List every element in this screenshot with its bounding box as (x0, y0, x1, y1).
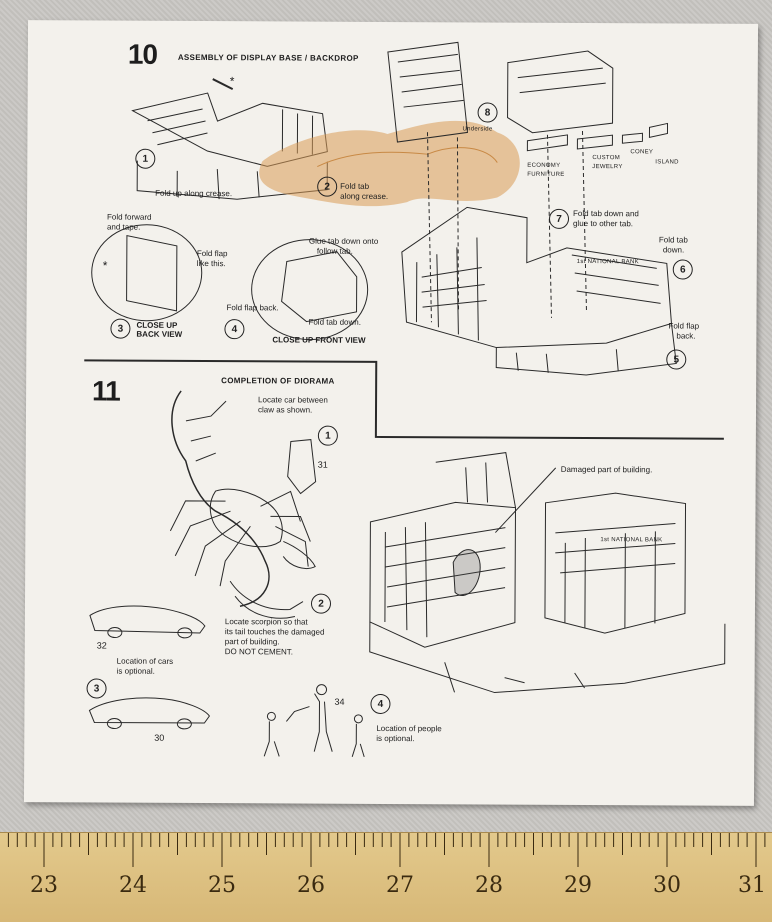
step-number-10: 10 (127, 38, 158, 70)
step-4-follow: follow tab. (316, 246, 353, 256)
step-4-circle: 4 (224, 319, 245, 340)
bank-sign-top: 1st NATIONAL BANK (576, 258, 639, 266)
ruler-num-31: 31 (738, 873, 766, 898)
step-2-text-a: Fold tab (340, 181, 370, 191)
step-5-text-a: Fold flap (668, 321, 700, 331)
part-32: 32 (96, 640, 107, 651)
ruler-num-26: 26 (297, 873, 325, 898)
s11-step-1-circle: 1 (317, 425, 338, 446)
sign-custom-b: JEWELRY (592, 164, 623, 171)
s11-step-1-text-a: Locate car between (258, 395, 328, 405)
s11-step-4-text-b: is optional. (376, 733, 415, 744)
step-3-and-tape: and tape. (106, 222, 141, 232)
part-30: 30 (154, 732, 165, 743)
ruler-num-28: 28 (475, 873, 503, 898)
ruler: 23 24 25 26 27 28 29 30 31 (0, 832, 772, 922)
ruler-num-27: 27 (386, 873, 414, 898)
s11-step-1-text-b: claw as shown. (257, 405, 313, 415)
sign-island: ISLAND (655, 159, 679, 166)
section-title-10: ASSEMBLY OF DISPLAY BASE / BACKDROP (177, 52, 359, 63)
step-3-like-this: like this. (196, 258, 226, 269)
s11-step-4-circle: 4 (370, 693, 391, 715)
sign-coney: CONEY (630, 149, 654, 156)
step-4-fold-tab-down: Fold tab down. (308, 317, 361, 327)
s11-step-3-circle: 3 (86, 678, 107, 699)
step-7-circle: 7 (548, 208, 570, 229)
ruler-num-24: 24 (119, 873, 147, 898)
line-art (84, 41, 726, 758)
part-34: 34 (334, 696, 345, 707)
step-3-fold-flap: Fold flap (196, 248, 228, 259)
step-5-text-b: back. (676, 331, 696, 341)
sign-economy-a: ECONOMY (527, 162, 561, 169)
ruler-num-30: 30 (653, 873, 681, 898)
s11-step-2-text-a: Locate scorpion so that (224, 617, 308, 627)
section-title-11: COMPLETION OF DIORAMA (221, 376, 335, 386)
step-3-fold-forward: Fold forward (106, 212, 152, 222)
step-6-text-b: down. (662, 245, 685, 255)
s11-step-3-text-a: Location of cars (116, 656, 174, 666)
s11-step-2-text-c: part of building. (224, 637, 280, 647)
step-3-label-2: BACK VIEW (136, 329, 183, 339)
step-4-glue: Glue tab down onto (308, 236, 379, 246)
ruler-num-25: 25 (208, 873, 236, 898)
step-8-text: Underside (462, 126, 493, 133)
step-1-circle: 1 (135, 148, 156, 169)
step-2-text-b: along crease. (340, 191, 389, 201)
s11-step-2-circle: 2 (310, 593, 332, 614)
damaged-label: Damaged part of building. (560, 464, 653, 475)
instruction-sheet: 10 ASSEMBLY OF DISPLAY BASE / BACKDROP *… (23, 20, 759, 806)
step-8-circle: 8 (477, 102, 498, 123)
ruler-num-23: 23 (30, 873, 58, 898)
ruler-num-29: 29 (564, 873, 592, 898)
step-7-text-a: Fold tab down and (573, 208, 639, 219)
step-3-label-1: CLOSE UP (136, 320, 178, 330)
step-number-11: 11 (92, 375, 120, 407)
step-4-fold-flap-back: Fold flap back. (226, 303, 279, 313)
step-2-circle: 2 (317, 176, 338, 197)
step-6-text-a: Fold tab (658, 235, 688, 245)
step-5-circle: 5 (666, 349, 687, 370)
sign-custom-a: CUSTOM (592, 155, 621, 162)
ruler-ticks (7, 833, 766, 867)
asterisk-marker-2: * (102, 258, 108, 273)
s11-step-2-text-b: its tail touches the damaged (224, 627, 325, 637)
s11-step-4-text-a: Location of people (376, 723, 442, 734)
s11-step-3-text-b: is optional. (116, 666, 155, 676)
step-4-label: CLOSE UP FRONT VIEW (272, 335, 366, 345)
sign-economy-b: FURNITURE (527, 171, 565, 178)
bank-sign-bottom: 1st NATIONAL BANK (600, 537, 663, 544)
step-1-text: Fold up along crease. (155, 188, 233, 199)
step-3-circle: 3 (110, 318, 131, 339)
asterisk-marker: * (229, 74, 235, 89)
step-7-text-b: glue to other tab. (572, 218, 634, 229)
step-6-circle: 6 (672, 259, 693, 280)
part-31: 31 (317, 459, 328, 470)
s11-step-2-text-d: DO NOT CEMENT. (224, 647, 294, 657)
